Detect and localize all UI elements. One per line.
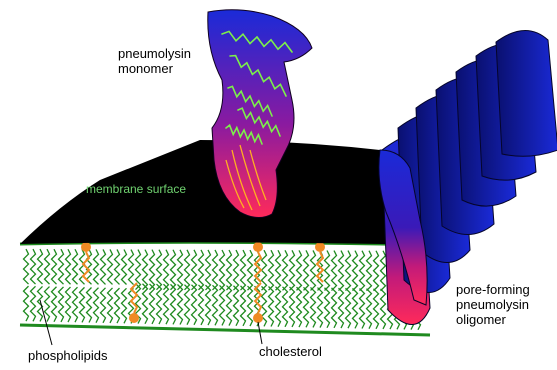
oligomer-subunit bbox=[496, 30, 557, 156]
phospholipids-label: phospholipids bbox=[28, 348, 108, 363]
oligomer-label-line3: oligomer bbox=[456, 312, 530, 327]
lipid-bilayer bbox=[20, 242, 430, 335]
oligomer-label-line2: pneumolysin bbox=[456, 297, 530, 312]
monomer-label-line2: monomer bbox=[118, 61, 191, 76]
oligomer-label: pore-forming pneumolysin oligomer bbox=[456, 282, 530, 327]
membrane-surface-label: membrane surface bbox=[86, 182, 186, 197]
cholesterol-label: cholesterol bbox=[259, 344, 322, 359]
pneumolysin-oligomer bbox=[379, 30, 557, 324]
oligomer-label-line1: pore-forming bbox=[456, 282, 530, 297]
monomer-label: pneumolysin monomer bbox=[118, 46, 191, 76]
monomer-label-line1: pneumolysin bbox=[118, 46, 191, 61]
